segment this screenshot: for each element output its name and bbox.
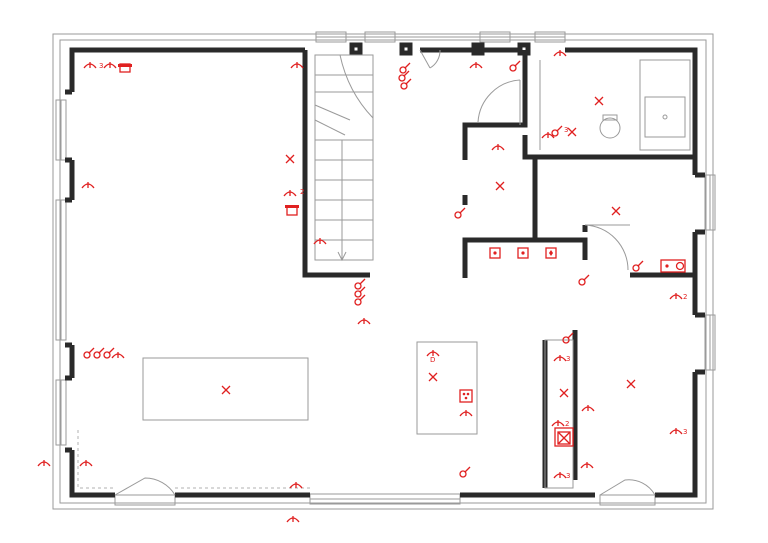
- label-switch-3-kitchen-a: 3: [566, 355, 570, 363]
- label-switch-3-bath: 3: [564, 126, 568, 134]
- label-switch-3-kitchen-c: 3: [566, 472, 570, 480]
- interior-walls: [302, 50, 695, 488]
- windows-bottom: [114, 493, 656, 506]
- label-switch-3-right-room: 3: [683, 428, 687, 436]
- label-switch-2-kitchen-b: 2: [565, 420, 569, 428]
- appliance-outlets: [118, 63, 686, 447]
- exterior-walls: [65, 47, 705, 498]
- label-switch-2-right-room: 2: [683, 293, 687, 301]
- windows-left: [55, 99, 67, 446]
- door-swings: [114, 49, 656, 496]
- wall-outlets: [37, 50, 683, 523]
- label-switch-2-left-column: 2: [300, 188, 304, 196]
- staircase: [314, 54, 374, 262]
- label-switch-3-top-left: 3: [99, 62, 103, 70]
- windows-top: [315, 31, 566, 43]
- annotation-labels: 3 2 3 2 3 3 2 3 D: [99, 62, 687, 480]
- outer-boundary: [52, 33, 714, 510]
- dashed-guides: [77, 430, 310, 489]
- bathroom-fixtures: [539, 59, 691, 151]
- label-socket-d-island: D: [430, 356, 435, 364]
- light-switches: [83, 60, 644, 478]
- top-pillars: [349, 42, 531, 56]
- windows-right: [704, 174, 716, 371]
- ceiling-lights: [221, 96, 636, 398]
- furniture: [142, 339, 574, 489]
